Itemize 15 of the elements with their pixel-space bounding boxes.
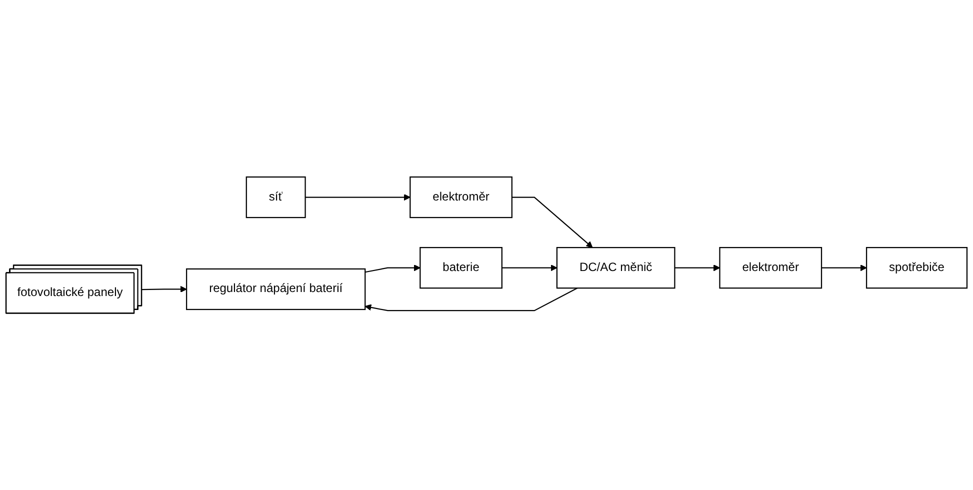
arrow (364, 287, 578, 312)
arrow (142, 286, 187, 292)
arrow (822, 264, 867, 271)
arrow (365, 264, 420, 273)
node-box: regulátor nápájení baterií (186, 268, 366, 310)
arrow (674, 264, 720, 271)
arrow (502, 264, 558, 271)
node-box: spotřebiče (866, 246, 968, 289)
node-box: elektroměr (719, 246, 822, 289)
node-box: elektroměr (410, 176, 512, 218)
arrow (512, 196, 593, 248)
node-box: DC/AC měnič (556, 246, 676, 289)
arrow (305, 194, 410, 200)
node-box: síť (246, 176, 306, 218)
node-box: baterie (420, 246, 502, 289)
